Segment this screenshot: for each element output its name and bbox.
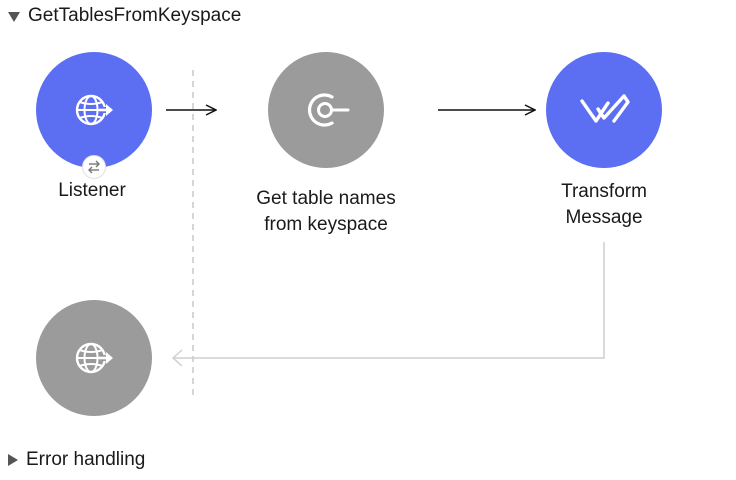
flow-name: GetTablesFromKeyspace (28, 5, 242, 26)
triangle-right-icon[interactable] (8, 454, 18, 466)
globe-arrow-icon (75, 94, 113, 126)
globe-arrow-icon (75, 342, 113, 374)
flow-header[interactable]: GetTablesFromKeyspace (8, 5, 241, 27)
error-handling-header[interactable]: Error handling (8, 449, 145, 471)
get-tables-node[interactable] (268, 52, 384, 168)
return-arrowhead (171, 349, 183, 367)
connector-c-icon (307, 93, 350, 127)
transform-message-node[interactable] (546, 52, 662, 168)
transform-message-label: Transform Message (561, 181, 647, 228)
get-tables-label: Get table names from keyspace (256, 188, 396, 235)
listener-label: Listener (58, 180, 126, 201)
return-path (173, 242, 605, 359)
listener-response-node[interactable] (36, 300, 152, 416)
triangle-down-icon[interactable] (8, 12, 20, 22)
dataweave-icon (580, 94, 630, 123)
error-handling-label: Error handling (26, 449, 146, 470)
swap-arrows-icon (83, 156, 105, 178)
listener-node[interactable] (36, 52, 152, 168)
